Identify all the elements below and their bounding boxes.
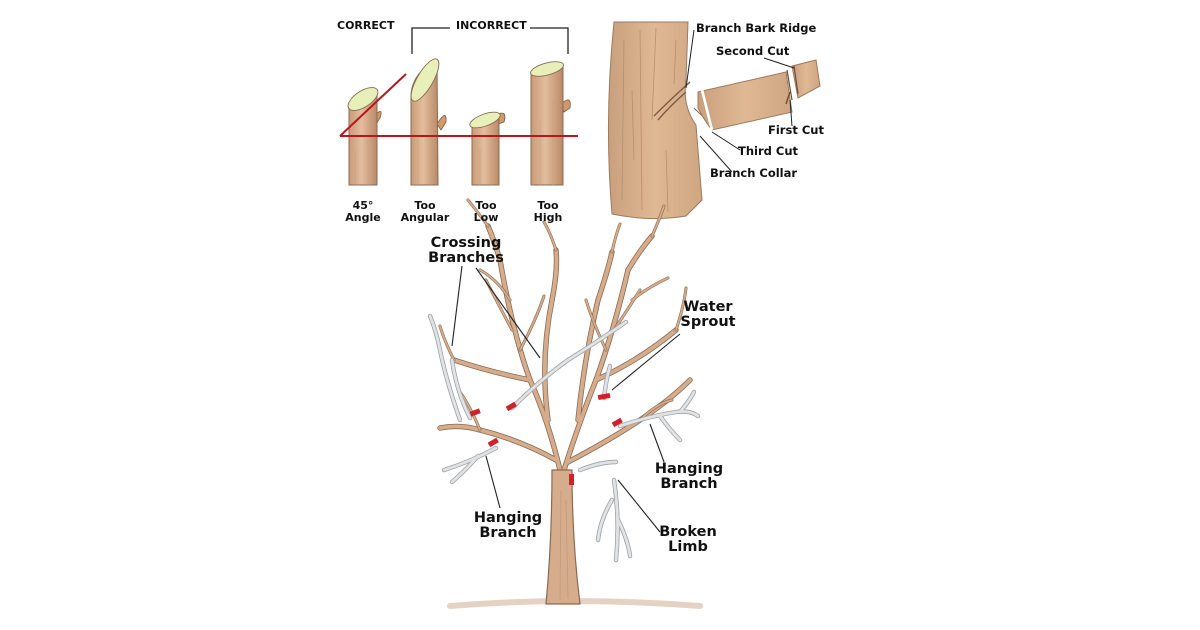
cut-mark bbox=[469, 408, 481, 417]
stem-label-line2: Angular bbox=[400, 211, 450, 225]
stem-too-angular bbox=[410, 58, 447, 186]
hanging-branch-left-label: Hanging Branch bbox=[473, 510, 543, 542]
branch-bark-ridge-label: Branch Bark Ridge bbox=[696, 21, 817, 35]
stem-45-angle bbox=[347, 87, 382, 186]
healthy-branches bbox=[437, 198, 693, 473]
incorrect-header: INCORRECT bbox=[456, 19, 527, 32]
crossing-branches-label: Crossing Branches bbox=[428, 235, 504, 267]
stem-label-too-high: Too High bbox=[533, 199, 563, 225]
cut-mark bbox=[487, 437, 499, 448]
broken-limb-label: Broken Limb bbox=[659, 524, 717, 556]
tree bbox=[427, 198, 703, 609]
third-cut-label: Third Cut bbox=[738, 144, 799, 158]
branch-removed-piece bbox=[791, 59, 821, 99]
correct-header: CORRECT bbox=[337, 19, 395, 32]
first-cut-label: First Cut bbox=[768, 123, 824, 137]
branch-collar-label: Branch Collar bbox=[710, 166, 798, 180]
hanging-branch-right-label: Hanging Branch bbox=[654, 461, 724, 493]
stem-label-line1: Too bbox=[537, 199, 559, 212]
stem-label-line2: Angle bbox=[345, 211, 381, 225]
label-line1: Crossing bbox=[430, 235, 502, 251]
stem-label-line1: 45° bbox=[352, 199, 374, 212]
second-cut-label: Second Cut bbox=[716, 44, 790, 58]
label-line1: Water bbox=[683, 299, 733, 315]
tree-leader-lines bbox=[451, 265, 681, 533]
label-line2: Sprout bbox=[680, 314, 736, 331]
label-line2: Branch bbox=[660, 476, 718, 493]
trunk-section bbox=[607, 21, 703, 220]
cut-angle-panel bbox=[339, 27, 578, 186]
cut-mark bbox=[569, 474, 574, 485]
label-line1: Hanging bbox=[473, 510, 543, 526]
cut-mark bbox=[505, 401, 517, 412]
branch-stub bbox=[697, 71, 793, 131]
stem-label-line2: High bbox=[533, 211, 563, 225]
water-sprout-label: Water Sprout bbox=[680, 299, 736, 331]
stem-too-high bbox=[530, 61, 571, 186]
cut-mark bbox=[611, 417, 623, 428]
label-line1: Broken bbox=[659, 524, 717, 540]
stem-label-line1: Too bbox=[475, 199, 497, 212]
stem-label-line2: Low bbox=[473, 211, 499, 225]
cut-marks bbox=[469, 392, 623, 485]
stem-label-45-angle: 45° Angle bbox=[345, 199, 381, 225]
dead-wood bbox=[427, 313, 701, 563]
branch-cut-panel bbox=[607, 21, 821, 220]
label-line2: Branches bbox=[428, 250, 504, 267]
cut-mark bbox=[597, 392, 611, 400]
label-line1: Hanging bbox=[654, 461, 724, 477]
stem-too-low bbox=[469, 111, 506, 186]
stem-label-line1: Too bbox=[414, 199, 436, 212]
label-line2: Branch bbox=[479, 525, 537, 542]
tree-trunk bbox=[545, 469, 581, 605]
angle-guide-line bbox=[339, 73, 407, 137]
label-line2: Limb bbox=[668, 539, 708, 556]
stem-label-too-angular: Too Angular bbox=[400, 199, 450, 225]
incorrect-bracket bbox=[411, 27, 569, 54]
stem-label-too-low: Too Low bbox=[473, 199, 499, 225]
